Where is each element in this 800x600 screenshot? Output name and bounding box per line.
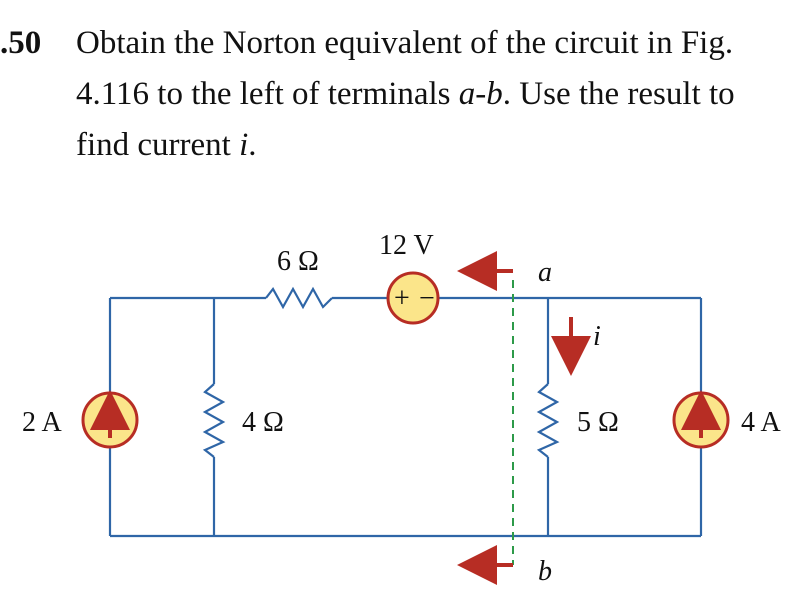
problem-hyphen: - <box>475 76 487 112</box>
problem-number: .50 <box>0 25 42 61</box>
terminal-a-label: a <box>538 257 552 288</box>
current-source-left-label: 2 A <box>22 407 62 438</box>
resistor-top-label: 6 Ω <box>277 246 319 277</box>
problem-text-after-b: . Use the result to find current <box>76 76 735 163</box>
problem-period: . <box>248 127 257 163</box>
problem-current-symbol: i <box>239 127 249 163</box>
voltage-source-plus: + <box>394 283 410 314</box>
problem-terminal-a: a <box>458 76 476 112</box>
voltage-source-minus: − <box>419 283 435 314</box>
resistor-left-label: 4 Ω <box>242 407 284 438</box>
problem-statement: .50 Obtain the Norton equivalent of the … <box>0 18 800 168</box>
resistor-5-ohm <box>536 383 560 458</box>
resistor-4-ohm <box>202 383 226 458</box>
problem-text-before-a: Obtain the Norton equivalent of the circ… <box>76 25 734 112</box>
problem-terminal-b: b <box>486 76 503 112</box>
terminal-b-label: b <box>538 556 552 587</box>
voltage-source-12v <box>386 271 440 325</box>
voltage-source-label: 12 V <box>379 230 434 261</box>
circuit-diagram: 2 A 4 Ω 6 Ω 12 V + − a b i 5 Ω 4 A <box>22 230 781 587</box>
resistor-6-ohm <box>265 286 333 310</box>
current-source-right-label: 4 A <box>741 407 781 438</box>
current-label: i <box>593 321 601 352</box>
problem-text: Obtain the Norton equivalent of the circ… <box>76 18 791 171</box>
resistor-right-label: 5 Ω <box>577 407 619 438</box>
